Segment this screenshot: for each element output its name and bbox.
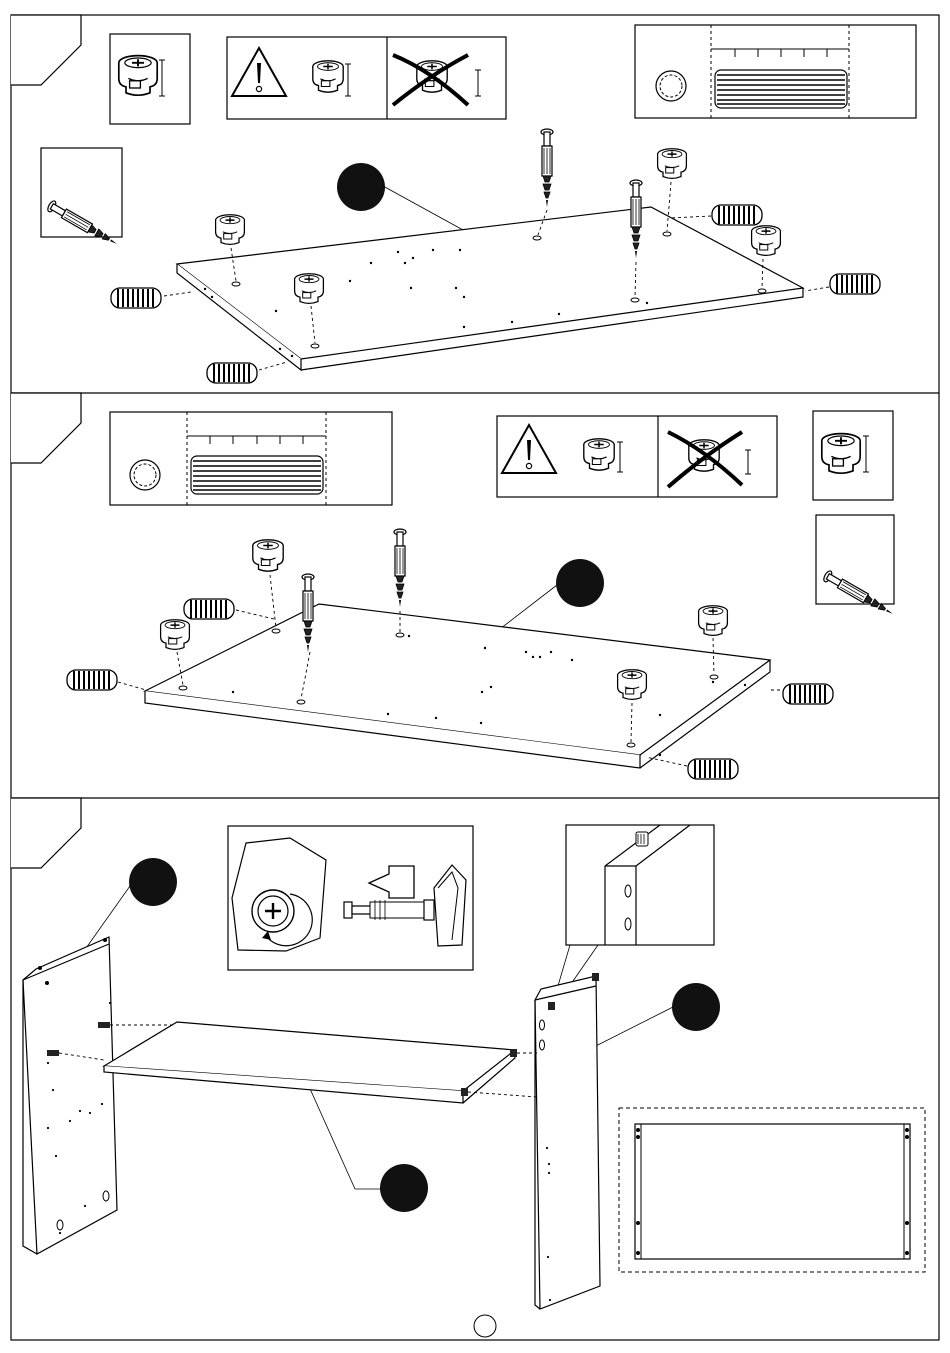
part-callout [556, 559, 604, 607]
wooden-dowel-icon [207, 363, 257, 383]
dowel-side-icon [715, 70, 847, 108]
wooden-dowel-icon [111, 288, 161, 308]
part-callout [337, 163, 385, 211]
part-callout [380, 1164, 428, 1212]
shelf-panel [104, 1022, 517, 1103]
wooden-dowel-icon [688, 759, 738, 779]
dowel-ruler-box [110, 412, 392, 505]
wooden-dowel-icon [184, 599, 234, 619]
dowel-ruler-box [635, 25, 916, 118]
cam-bolt-icon [394, 529, 406, 607]
page-number-badge [474, 1315, 496, 1337]
wooden-dowel-icon [712, 205, 762, 225]
wooden-dowel-icon [830, 274, 880, 294]
cam-lock-detail-box [813, 411, 893, 500]
step-1-number-tab [11, 15, 81, 85]
wooden-dowel-icon [783, 684, 833, 704]
cam-lock-icon [752, 226, 781, 256]
dowel-side-icon [191, 456, 323, 494]
step-2-number-tab [11, 393, 81, 463]
wooden-dowel-icon [67, 670, 117, 690]
tighten-cam-detail-box [228, 826, 473, 970]
cam-bolt-icon [541, 129, 553, 207]
corner-detail-box [566, 825, 714, 945]
part-callout [672, 983, 720, 1031]
cam-lock-icon [161, 620, 190, 650]
cam-lock-detail-box [110, 34, 190, 124]
warning-box [227, 37, 506, 119]
cam-bolt-detail-box [41, 148, 122, 249]
cam-lock-icon [216, 215, 245, 245]
step-2-panel [11, 393, 896, 779]
cam-lock-icon [699, 606, 728, 636]
cam-bolt-detail-box [816, 515, 896, 619]
cam-lock-icon [658, 149, 687, 179]
step-3-panel [11, 798, 925, 1309]
left-side-panel [23, 937, 117, 1254]
step-1-panel [11, 15, 916, 383]
board-panel-1 [177, 207, 803, 370]
cam-lock-icon [253, 540, 283, 571]
right-side-panel [535, 973, 600, 1309]
front-view-detail-box [619, 1108, 925, 1272]
board-panel-2 [145, 604, 770, 768]
part-callout [129, 858, 177, 906]
warning-box [497, 416, 777, 497]
step-3-number-tab [11, 798, 81, 868]
